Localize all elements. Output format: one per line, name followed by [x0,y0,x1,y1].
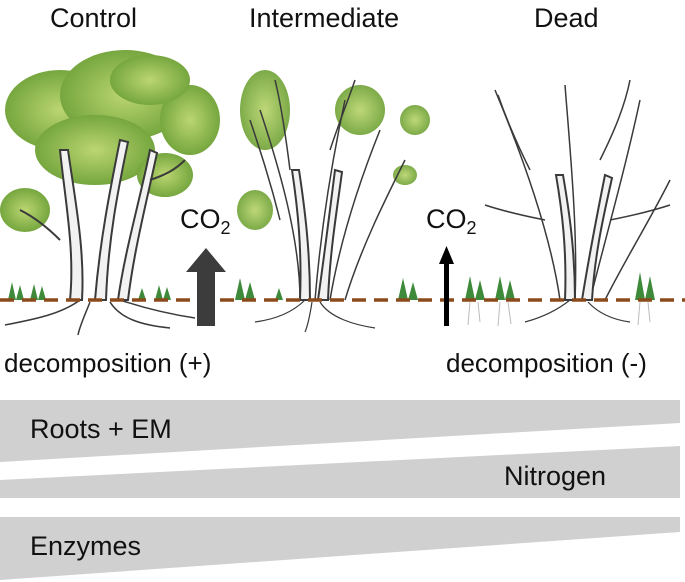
decomposition-left-label: decomposition (+) [4,348,212,378]
tree-control-illustration [0,50,220,336]
nitrogen-wedge [0,446,680,498]
co2-label-left: CO2 [180,204,231,238]
co2-up-arrow-small-icon [439,246,454,326]
co2-up-arrow-icon [186,248,226,326]
enzymes-label: Enzymes [30,531,142,561]
tree-intermediate-illustration [235,70,430,333]
roots-em-wedge [0,400,680,462]
decomposition-right-label: decomposition (-) [446,348,647,378]
tree-dead-illustration [465,79,671,327]
enzymes-wedge [0,517,680,580]
panel-title-intermediate: Intermediate [249,3,400,33]
panel-title-control: Control [50,3,138,33]
roots-em-label: Roots + EM [30,414,172,444]
nitrogen-label: Nitrogen [504,461,607,491]
co2-label-right: CO2 [426,204,477,238]
panel-title-dead: Dead [534,3,599,33]
